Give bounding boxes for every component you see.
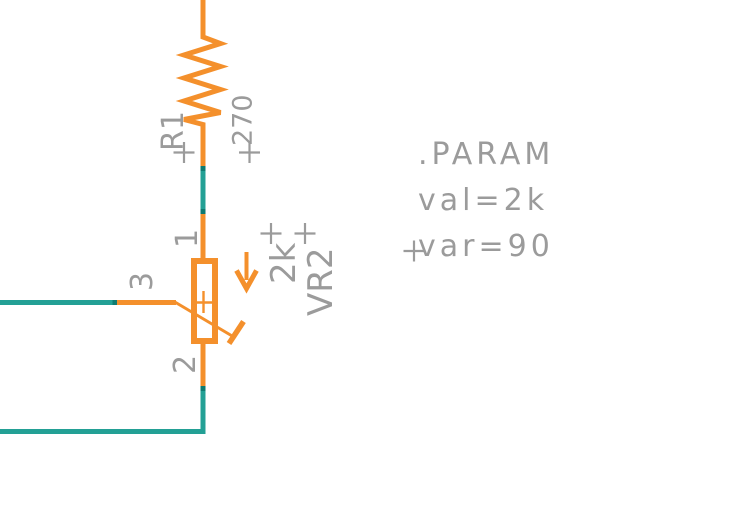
directive-line-2[interactable]: val=2k bbox=[418, 183, 548, 218]
resistor-designator-label[interactable]: R1 bbox=[156, 111, 191, 151]
text-anchor-marker-icon bbox=[260, 223, 282, 244]
wire-node bbox=[200, 209, 206, 214]
wire-node bbox=[112, 300, 118, 305]
text-anchor-marker-icon bbox=[294, 223, 316, 244]
anchor-cross-icon bbox=[191, 291, 216, 313]
wire-pin2-to-left[interactable] bbox=[0, 386, 206, 434]
wiper-arrowhead-icon bbox=[226, 319, 246, 346]
wire-node bbox=[200, 386, 206, 391]
resistor-zigzag[interactable] bbox=[175, 0, 229, 166]
wire-node bbox=[200, 166, 206, 171]
text-anchor-marker-icon bbox=[173, 142, 195, 163]
adjust-arrow-head-icon bbox=[234, 269, 259, 294]
text-anchor-marker-icon bbox=[239, 142, 260, 163]
resistor-value-label[interactable]: 270 bbox=[228, 94, 259, 146]
wires bbox=[0, 166, 206, 434]
pot-pin1-number: 1 bbox=[170, 229, 205, 248]
pot-designator-label[interactable]: VR2 bbox=[301, 247, 341, 316]
wiper-arrow-icon bbox=[173, 300, 234, 338]
text-anchor-marker-icon bbox=[403, 240, 425, 262]
directive-line-3[interactable]: var=90 bbox=[418, 229, 554, 264]
resistor-R1[interactable]: R1 270 bbox=[156, 0, 260, 166]
potentiometer-VR2[interactable]: 1 3 2 2k VR2 bbox=[117, 214, 341, 386]
pot-pin3-number: 3 bbox=[125, 272, 160, 291]
pot-value-label[interactable]: 2k bbox=[264, 242, 304, 284]
directive-line-1[interactable]: .PARAM bbox=[418, 137, 554, 172]
spice-directive[interactable]: .PARAM val=2k var=90 bbox=[403, 137, 555, 264]
pot-pin2-number: 2 bbox=[168, 355, 203, 374]
